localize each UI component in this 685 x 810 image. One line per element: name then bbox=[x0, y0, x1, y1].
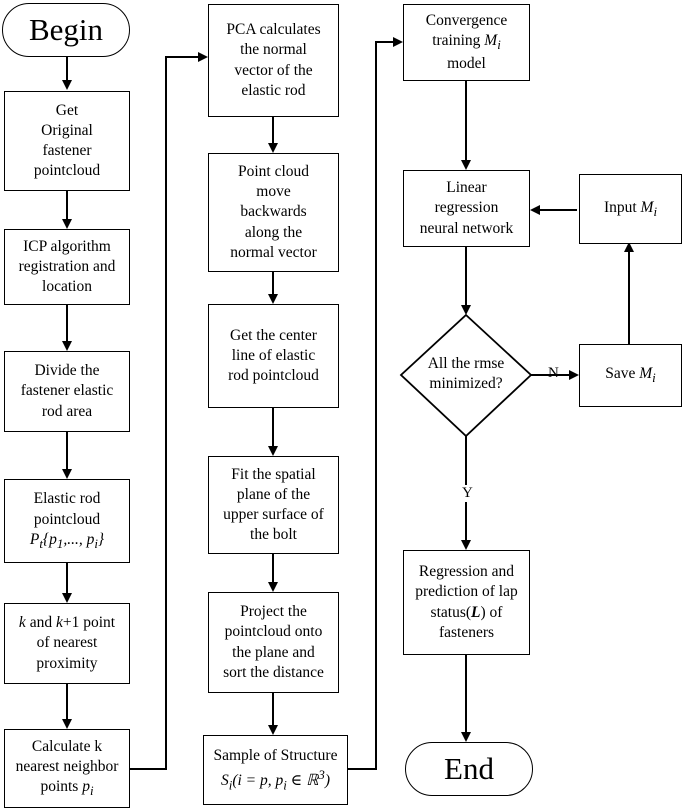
nearest-proximity-box: k and k+1 point of nearest proximity bbox=[4, 603, 130, 684]
elastic-rod-pointcloud-label: Elastic rod pointcloud bbox=[33, 490, 101, 528]
divide-area-box: Divide the fastener elastic rod area bbox=[4, 351, 130, 432]
arrow-calc-to-pca bbox=[130, 52, 208, 770]
pca-normal-vector-box: PCA calculates the normal vector of the … bbox=[208, 4, 339, 117]
fit-plane-label: Fit the spatial plane of the upper surfa… bbox=[223, 465, 324, 544]
end-label: End bbox=[444, 751, 494, 786]
sample-structure-formula: Si(i = p, pi ∈ ℝ3) bbox=[221, 766, 330, 792]
arrow-sample-to-convergence bbox=[340, 37, 403, 770]
save-model-box: Save Mi bbox=[579, 344, 682, 407]
center-line-label: Get the center line of elastic rod point… bbox=[228, 326, 319, 385]
no-branch-label: N bbox=[548, 365, 559, 381]
linear-regression-box: Linear regression neural network bbox=[403, 170, 530, 247]
center-line-box: Get the center line of elastic rod point… bbox=[208, 304, 339, 408]
pca-normal-vector-label: PCA calculates the normal vector of the … bbox=[226, 21, 321, 99]
input-model-label: Input Mi bbox=[603, 198, 658, 219]
elastic-rod-pointcloud-formula: Pt{p1,..., pi} bbox=[29, 530, 105, 551]
nearest-proximity-line1: k and k+1 point bbox=[18, 614, 116, 632]
project-pointcloud-box: Project the pointcloud onto the plane an… bbox=[208, 592, 339, 693]
save-formula: Mi bbox=[639, 365, 656, 386]
end-terminal: End bbox=[405, 742, 533, 796]
calculate-knn-label: Calculate k nearest neighbor points pi bbox=[15, 737, 119, 799]
get-original-pointcloud-box: Get Original fastener pointcloud bbox=[4, 91, 130, 191]
convergence-training-label: Convergence training Mi model bbox=[425, 11, 508, 72]
elastic-rod-pointcloud-box: Elastic rod pointcloud Pt{p1,..., pi} bbox=[4, 479, 130, 563]
move-backwards-box: Point cloud move backwards along the nor… bbox=[208, 153, 339, 272]
sample-structure-label: Sample of Structure bbox=[213, 747, 338, 765]
icp-registration-box: ICP algorithm registration and location bbox=[4, 229, 130, 305]
calculate-knn-box: Calculate k nearest neighbor points pi bbox=[4, 729, 130, 808]
regression-prediction-label: Regression and prediction of lap status(… bbox=[415, 563, 518, 641]
begin-label: Begin bbox=[28, 12, 104, 47]
divide-area-label: Divide the fastener elastic rod area bbox=[20, 362, 114, 420]
lap-status-symbol: L bbox=[471, 603, 481, 621]
knn-formula: pi bbox=[82, 778, 94, 799]
nearest-proximity-rest: of nearest proximity bbox=[36, 634, 98, 672]
convergence-training-box: Convergence training Mi model bbox=[403, 4, 530, 81]
project-pointcloud-label: Project the pointcloud onto the plane an… bbox=[223, 603, 324, 681]
linear-regression-label: Linear regression neural network bbox=[419, 179, 514, 237]
begin-terminal: Begin bbox=[2, 3, 130, 57]
regression-prediction-box: Regression and prediction of lap status(… bbox=[403, 550, 530, 655]
icp-registration-label: ICP algorithm registration and location bbox=[18, 237, 116, 296]
sample-structure-box: Sample of Structure Si(i = p, pi ∈ ℝ3) bbox=[203, 735, 348, 805]
input-formula: Mi bbox=[640, 198, 658, 219]
convergence-formula: Mi bbox=[484, 32, 501, 53]
get-original-pointcloud-label: Get Original fastener pointcloud bbox=[33, 101, 101, 180]
move-backwards-label: Point cloud move backwards along the nor… bbox=[230, 163, 317, 261]
decision-diamond bbox=[399, 313, 533, 438]
yes-branch-label: Y bbox=[460, 485, 475, 502]
fit-plane-box: Fit the spatial plane of the upper surfa… bbox=[208, 456, 339, 554]
input-model-box: Input Mi bbox=[579, 174, 682, 244]
save-model-label: Save Mi bbox=[605, 365, 656, 386]
decision-label: All the rmse minimized? bbox=[427, 355, 505, 393]
